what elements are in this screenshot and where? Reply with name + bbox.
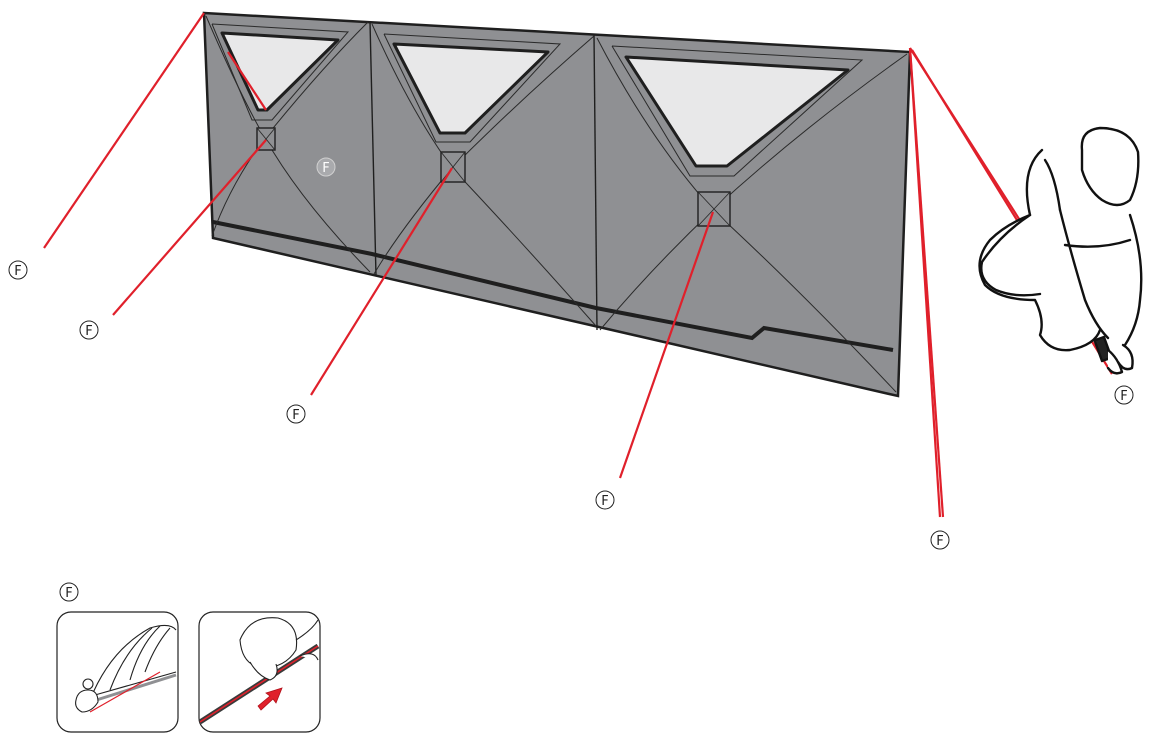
guy-line-patch-3: [618, 211, 715, 479]
window-1-trim: [211, 23, 350, 121]
callout-label: F: [936, 534, 943, 549]
callout-patch-1: F: [79, 320, 99, 340]
window-1: [220, 31, 340, 112]
guy-line-patch-2: [310, 167, 453, 396]
callout-left-corner: F: [8, 260, 28, 280]
kneeling-person-illustration: [978, 126, 1143, 375]
callout-patch-2: F: [286, 404, 306, 424]
legend-f: F: [56, 582, 321, 733]
callout-patch-3: F: [595, 490, 615, 510]
callout-label: F: [601, 494, 608, 509]
callout-label: F: [14, 264, 21, 279]
callout-right-corner: F: [930, 530, 950, 550]
callout-panel-ghost: F: [316, 157, 336, 177]
guy-line-window-1: [227, 51, 267, 111]
callout-label: F: [1120, 389, 1127, 404]
guy-line-right-corner-down-2: [908, 47, 942, 518]
callout-label: F: [85, 324, 92, 339]
callout-person: F: [1114, 385, 1134, 405]
window-3: [624, 55, 850, 168]
panel-seam-1: [369, 21, 377, 277]
callout-label: F: [292, 408, 299, 423]
window-2-trim: [383, 33, 562, 143]
panel-seam-2: [593, 34, 598, 331]
tent-wall: [202, 11, 912, 398]
window-2: [392, 42, 550, 135]
legend-callout-label: F: [65, 586, 72, 601]
legend-thumbnail-pegging: [56, 611, 179, 733]
guy-line-left-corner: [43, 12, 205, 249]
callout-label: F: [322, 161, 329, 176]
guy-line-patch-1: [112, 139, 267, 316]
window-3-trim: [611, 45, 864, 177]
legend-thumbnail-tensioning: [198, 611, 321, 733]
pull-arrow-icon: [257, 687, 283, 711]
